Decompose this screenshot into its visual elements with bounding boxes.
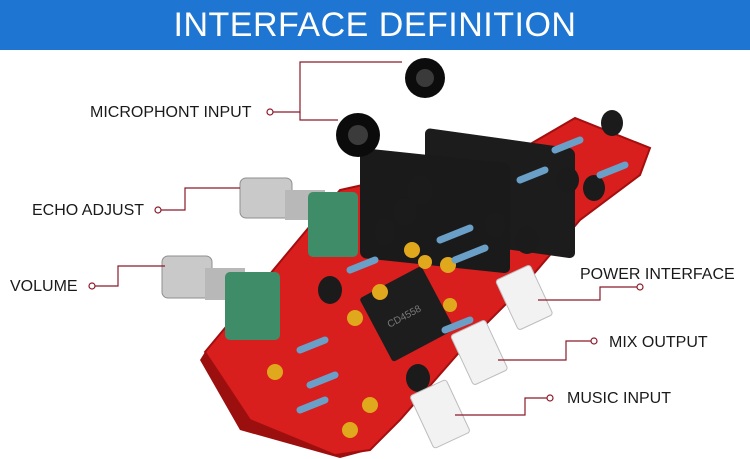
volume-leader [92,265,165,287]
leader-lines [92,61,640,416]
volume-potentiometer [161,255,280,340]
mix-output-connector [450,319,508,385]
resistors [296,136,629,414]
ceramic-capacitors [267,242,457,438]
microphone-leader-2 [299,112,338,121]
label-music-input: MUSIC INPUT [567,390,671,407]
pcb-board-edge [200,352,370,458]
music-leader [455,397,550,416]
power-connector [495,264,553,330]
microphone-jack-front [336,113,510,274]
microphone-leader [270,61,402,113]
power-leader [538,286,640,301]
mix-leader [498,340,594,361]
header-banner: INTERFACE DEFINITION [0,0,750,50]
echo-potentiometer [239,177,358,257]
label-echo-adjust: ECHO ADJUST [32,202,145,219]
label-power-interface: POWER INTERFACE [580,266,735,283]
electrolytic-capacitors [318,110,623,392]
label-microphone-input: MICROPHONT INPUT [90,104,252,121]
label-mix-output: MIX OUTPUT [609,334,708,351]
label-volume: VOLUME [10,278,78,295]
music-input-connector [410,379,470,449]
leader-endpoints [88,108,644,402]
page-title: INTERFACE DEFINITION [173,5,577,44]
echo-leader [158,187,240,211]
